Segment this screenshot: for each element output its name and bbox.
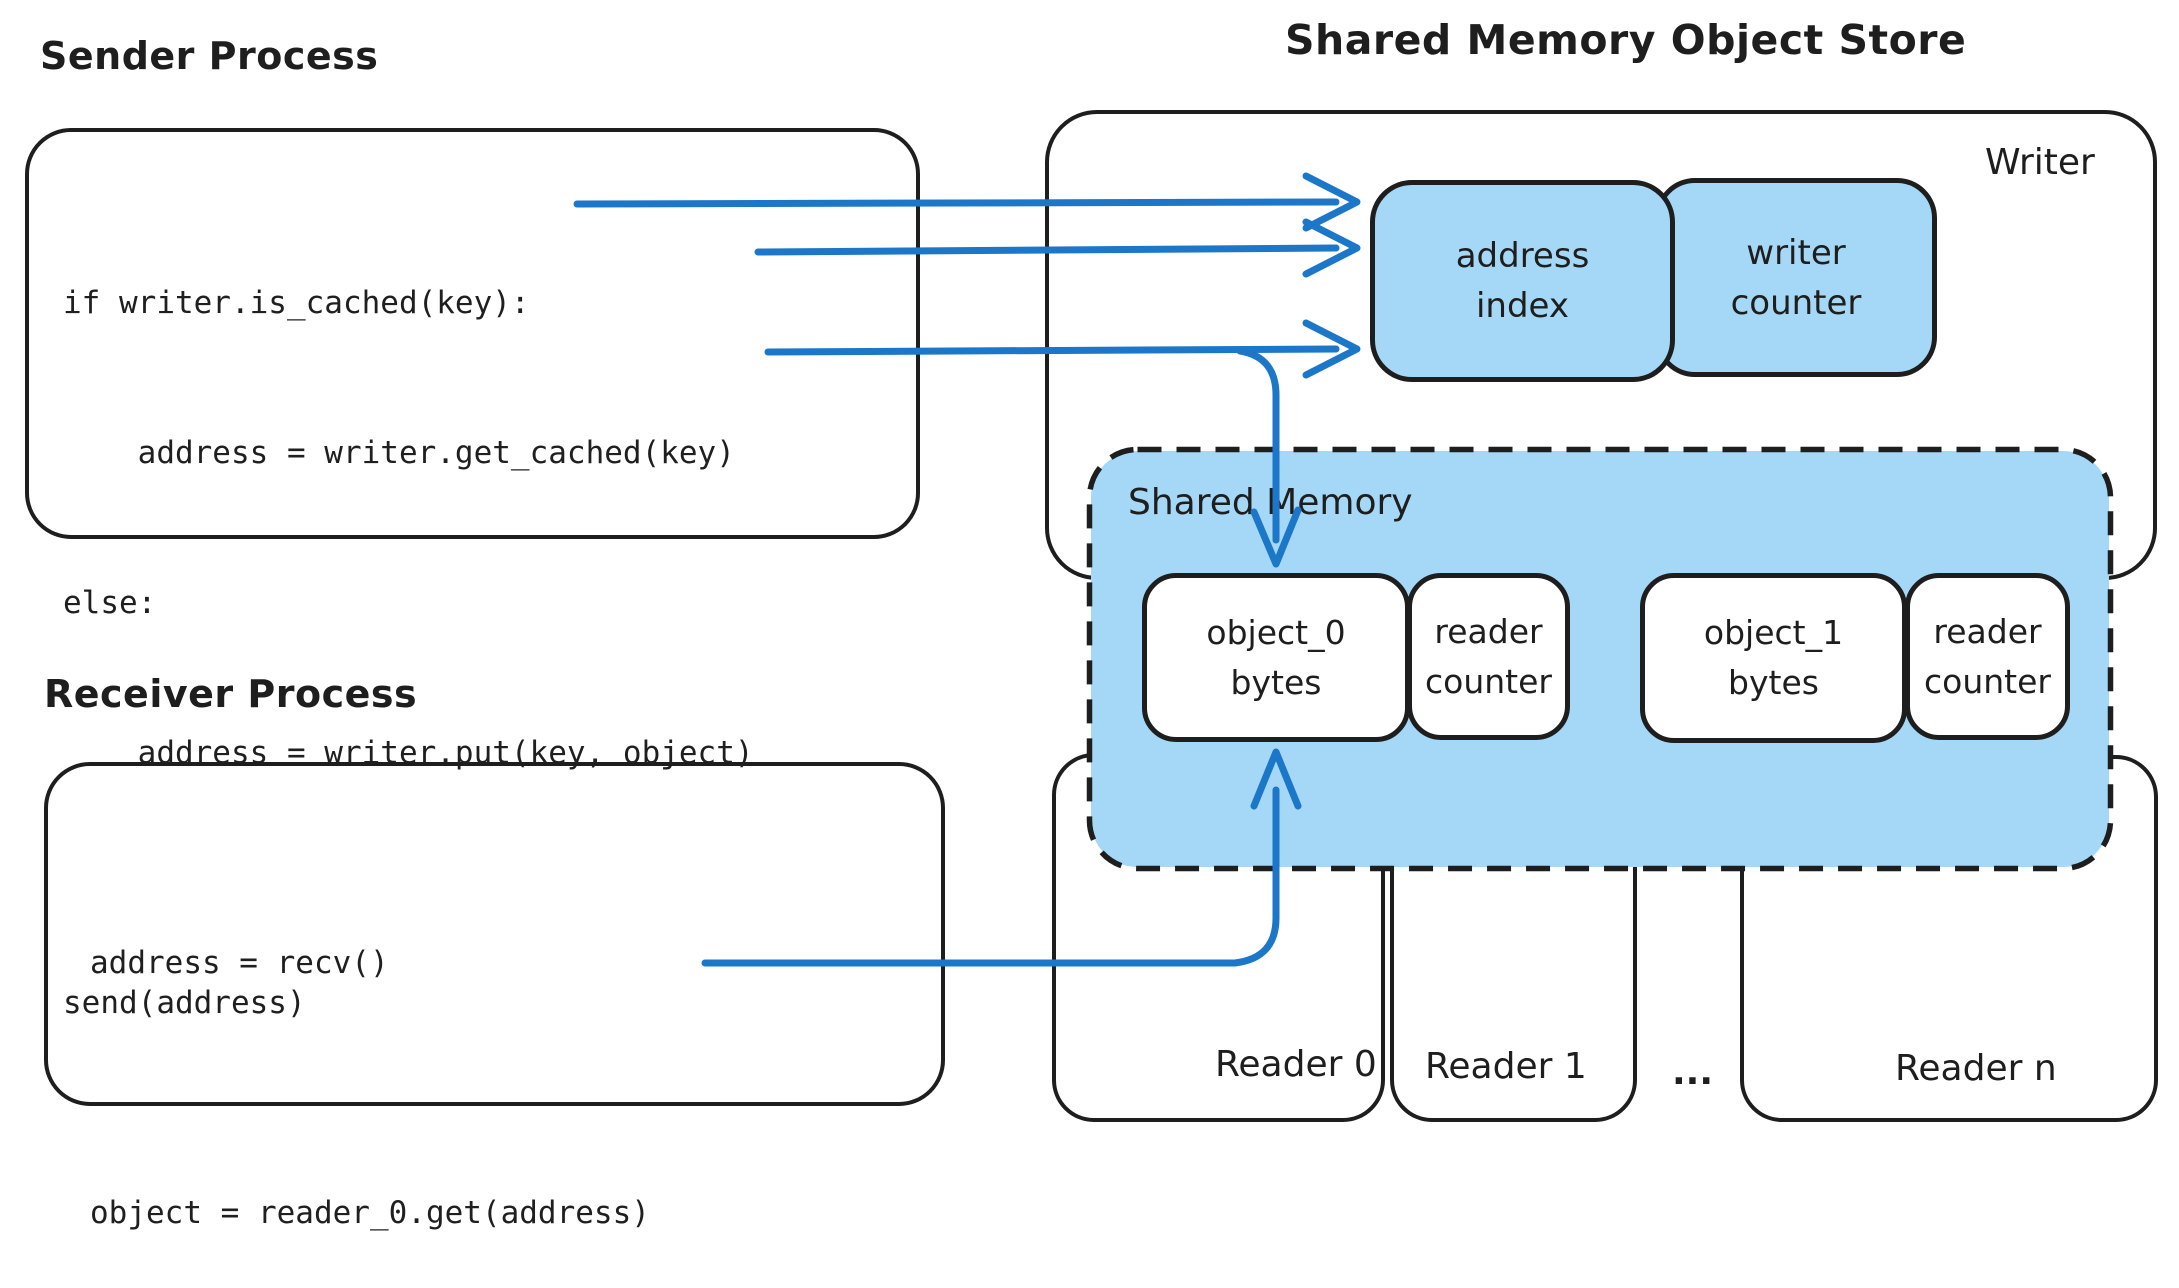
address-index-box: address index [1370, 180, 1675, 382]
shared-memory-label: Shared Memory [1128, 482, 1413, 523]
sender-code-block: if writer.is_cached(key): address = writ… [63, 178, 754, 1078]
reader-counter-1-line2: counter [1924, 661, 2051, 701]
reader-counter-0-box: reader counter [1407, 573, 1570, 740]
writer-counter-label-line1: writer [1746, 232, 1846, 273]
object-0-box: object_0 bytes [1142, 573, 1410, 742]
reader-counter-1-box: reader counter [1905, 573, 2070, 740]
store-title: Shared Memory Object Store [1285, 16, 1967, 64]
code-line: if writer.is_cached(key): [63, 285, 530, 321]
code-line: object = reader_0.get(address) [90, 1195, 650, 1231]
reader-counter-0-line2: counter [1425, 661, 1552, 701]
object-0-label-line2: bytes [1230, 662, 1322, 702]
object-1-label-line1: object_1 [1703, 613, 1844, 652]
address-index-label-line1: address [1455, 236, 1590, 276]
code-line: address = writer.get_cached(key) [63, 435, 735, 471]
object-1-label-line2: bytes [1728, 663, 1819, 702]
receiver-process-title: Receiver Process [44, 672, 418, 716]
reader-counter-1-line1: reader [1933, 611, 2042, 651]
readers-ellipsis: ... [1672, 1052, 1714, 1093]
writer-label: Writer [1985, 142, 2095, 183]
reader-counter-0-line1: reader [1434, 611, 1543, 651]
code-line: address = recv() [90, 945, 389, 981]
writer-counter-label-line2: counter [1730, 282, 1862, 323]
address-index-label-line2: index [1475, 286, 1570, 326]
code-line: address = writer.put(key, object) [63, 735, 754, 771]
reader-1-label: Reader 1 [1425, 1046, 1587, 1087]
code-line: else: [63, 585, 157, 621]
reader-0-label: Reader 0 [1215, 1044, 1377, 1085]
sender-process-title: Sender Process [40, 34, 379, 78]
reader-n-label: Reader n [1895, 1048, 2057, 1089]
code-line: send(address) [63, 985, 306, 1021]
shared-memory-diagram: { "titles": { "sender": "Sender Process"… [25, 16, 2158, 1231]
writer-counter-box: writer counter [1655, 178, 1937, 377]
object-1-box: object_1 bytes [1640, 573, 1907, 743]
receiver-code-block: address = recv() object = reader_0.get(a… [90, 838, 650, 1288]
object-0-label-line1: object_0 [1206, 612, 1346, 652]
sender-process-box [25, 128, 920, 539]
